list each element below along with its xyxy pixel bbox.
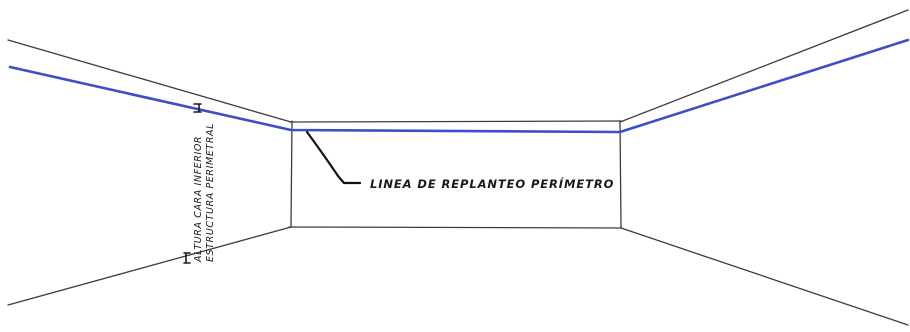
- callout-leader-line: [305, 130, 362, 185]
- back-wall-right-edge: [619, 120, 622, 229]
- height-label-line-2: estructura perimetral: [205, 123, 216, 262]
- height-dimension-bottom-tick: [183, 252, 191, 264]
- height-label-line-1: Altura cara inferior: [193, 136, 204, 263]
- back-wall-bottom-edge: [288, 226, 623, 229]
- height-dimension-label: Altura cara inferior estructura perimetr…: [193, 123, 216, 263]
- perimeter-line-callout: Linea de replanteo perímetro: [370, 176, 614, 191]
- left-ceiling-edge: [7, 39, 292, 123]
- right-floor-edge: [620, 227, 909, 326]
- height-dimension-top-tick: [193, 103, 202, 113]
- back-wall-left-edge: [290, 120, 293, 228]
- left-floor-edge: [7, 226, 292, 306]
- back-wall-top-edge: [289, 120, 622, 123]
- perimeter-setting-out-line: [8, 38, 910, 134]
- right-ceiling-edge: [619, 9, 909, 123]
